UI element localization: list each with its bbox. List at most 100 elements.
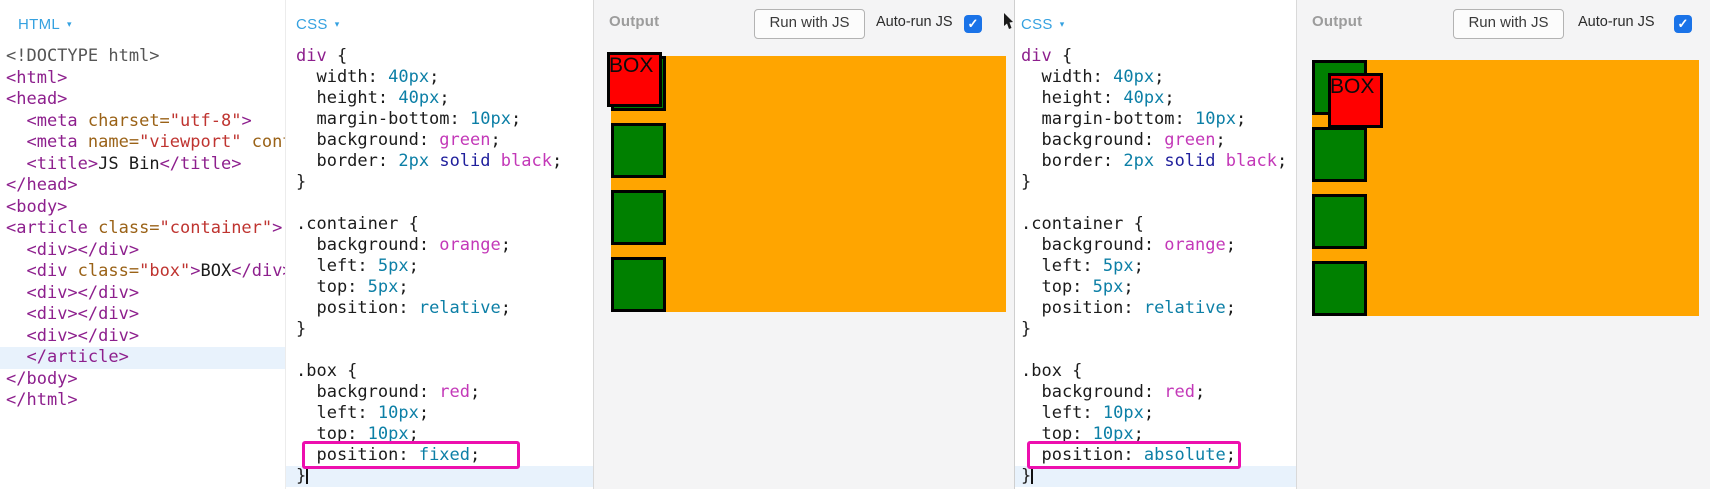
output-panel-title: Output: [609, 13, 660, 30]
css-editor-panel-absolute: CSS▾ div { width: 40px; height: 40px; ma…: [1014, 0, 1297, 489]
html-mode-selector[interactable]: HTML ▾: [18, 16, 72, 33]
green-box-div: [611, 190, 666, 245]
green-box-div: [611, 123, 666, 178]
output-header: Output Run with JS Auto-run JS ✓: [594, 0, 1015, 42]
html-editor-panel: HTML ▾ <!DOCTYPE html><html><head> <meta …: [0, 0, 285, 489]
code-line[interactable]: top: 5px;: [1021, 277, 1134, 297]
code-line[interactable]: .box {: [1021, 361, 1083, 381]
code-line[interactable]: <meta name="viewport" conte: [26, 132, 285, 152]
css-mode-selector[interactable]: CSS▾: [296, 16, 340, 33]
html-mode-label: HTML: [18, 16, 61, 33]
code-line[interactable]: <div class="box">BOX</div>: [26, 261, 285, 281]
code-line[interactable]: }: [1021, 172, 1032, 192]
code-line[interactable]: position: absolute;: [1021, 445, 1236, 465]
green-box-div: [1312, 194, 1367, 249]
code-line[interactable]: background: green;: [1021, 130, 1226, 150]
css-mode-label: CSS: [1021, 16, 1053, 33]
code-line[interactable]: <body>: [6, 196, 68, 217]
html-editor-header: HTML ▾: [0, 0, 285, 44]
green-box-div: [1312, 261, 1367, 316]
code-line[interactable]: }: [296, 319, 307, 339]
green-box-div: [1312, 127, 1367, 182]
code-line[interactable]: <div></div>: [26, 304, 140, 324]
code-line[interactable]: </article>: [0, 347, 285, 369]
orange-container-div: BOX: [1312, 60, 1699, 316]
code-line[interactable]: top: 5px;: [296, 277, 409, 297]
code-line[interactable]: .container {: [296, 214, 419, 234]
code-line[interactable]: margin-bottom: 10px;: [1021, 109, 1247, 129]
code-line[interactable]: <head>: [6, 89, 68, 109]
code-line[interactable]: height: 40px;: [296, 88, 450, 108]
red-box-label: BOX: [609, 54, 654, 77]
code-line[interactable]: border: 2px solid black;: [1021, 151, 1288, 171]
code-line[interactable]: left: 5px;: [296, 256, 419, 276]
code-line[interactable]: background: orange;: [296, 235, 511, 255]
code-line[interactable]: background: red;: [296, 382, 481, 402]
code-line[interactable]: <div></div>: [26, 239, 140, 260]
code-line[interactable]: <title>JS Bin</title>: [26, 153, 242, 174]
run-with-js-button[interactable]: Run with JS: [754, 9, 865, 39]
css-mode-label: CSS: [296, 16, 328, 33]
code-line[interactable]: position: relative;: [296, 298, 511, 318]
code-line[interactable]: <html>: [6, 67, 68, 88]
autorun-js-label: Auto-run JS: [1578, 14, 1655, 30]
code-line[interactable]: [1015, 340, 1297, 361]
css-editor-header: CSS▾: [286, 0, 594, 44]
code-line[interactable]: [286, 193, 594, 214]
code-line[interactable]: <article class="container">: [6, 218, 283, 238]
code-line[interactable]: background: orange;: [1021, 235, 1236, 255]
orange-container-div: [611, 56, 1006, 312]
code-line[interactable]: width: 40px;: [296, 67, 440, 87]
code-line[interactable]: .box {: [296, 361, 358, 381]
code-line[interactable]: border: 2px solid black;: [296, 151, 563, 171]
code-line[interactable]: top: 10px;: [1021, 424, 1144, 444]
code-line[interactable]: margin-bottom: 10px;: [296, 109, 522, 129]
code-line[interactable]: background: red;: [1021, 382, 1206, 402]
css-code-area-absolute[interactable]: div { width: 40px; height: 40px; margin-…: [1015, 46, 1297, 489]
output-panel-fixed: Output Run with JS Auto-run JS ✓ BOX: [593, 0, 1015, 489]
code-line[interactable]: }: [1021, 319, 1032, 339]
red-box-label: BOX: [1330, 75, 1375, 98]
code-line[interactable]: .container {: [1021, 214, 1144, 234]
autorun-js-label: Auto-run JS: [876, 14, 953, 30]
red-box-div: BOX: [607, 52, 662, 107]
code-line[interactable]: div {: [1021, 46, 1073, 66]
code-line[interactable]: }: [1015, 466, 1297, 487]
code-line[interactable]: div {: [296, 46, 348, 66]
green-box-div: [611, 257, 666, 312]
code-line[interactable]: background: green;: [296, 130, 501, 150]
text-cursor: [1031, 467, 1034, 484]
css-code-area-fixed[interactable]: div { width: 40px; height: 40px; margin-…: [286, 46, 594, 489]
code-line[interactable]: </head>: [6, 175, 78, 195]
code-line[interactable]: [286, 340, 594, 361]
code-line[interactable]: <div></div>: [26, 282, 140, 303]
output-preview: BOX: [1297, 42, 1710, 489]
code-line[interactable]: [1015, 193, 1297, 214]
code-line[interactable]: <div></div>: [26, 325, 140, 346]
code-line[interactable]: left: 10px;: [1021, 403, 1155, 423]
code-line[interactable]: </html>: [6, 390, 78, 410]
code-line[interactable]: }: [286, 466, 594, 487]
mouse-cursor-icon: [1004, 13, 1013, 29]
code-line[interactable]: <!DOCTYPE html>: [6, 46, 160, 66]
code-line[interactable]: <meta charset="utf-8">: [26, 110, 252, 131]
code-line[interactable]: width: 40px;: [1021, 67, 1165, 87]
run-with-js-button[interactable]: Run with JS: [1453, 9, 1564, 39]
autorun-js-checkbox[interactable]: ✓: [964, 15, 982, 33]
code-line[interactable]: position: fixed;: [296, 445, 481, 465]
autorun-js-checkbox[interactable]: ✓: [1674, 15, 1692, 33]
chevron-down-icon: ▾: [67, 19, 72, 29]
css-mode-selector[interactable]: CSS▾: [1021, 16, 1065, 33]
html-code-area[interactable]: <!DOCTYPE html><html><head> <meta charse…: [0, 46, 285, 489]
output-header: Output Run with JS Auto-run JS ✓: [1297, 0, 1710, 42]
code-line[interactable]: left: 5px;: [1021, 256, 1144, 276]
code-line[interactable]: }: [296, 172, 307, 192]
code-line[interactable]: position: relative;: [1021, 298, 1236, 318]
css-editor-panel-fixed: CSS▾ div { width: 40px; height: 40px; ma…: [285, 0, 594, 489]
code-line[interactable]: top: 10px;: [296, 424, 419, 444]
code-line[interactable]: </body>: [6, 368, 78, 389]
css-editor-header: CSS▾: [1015, 0, 1297, 44]
code-line[interactable]: left: 10px;: [296, 403, 430, 423]
code-line[interactable]: height: 40px;: [1021, 88, 1175, 108]
